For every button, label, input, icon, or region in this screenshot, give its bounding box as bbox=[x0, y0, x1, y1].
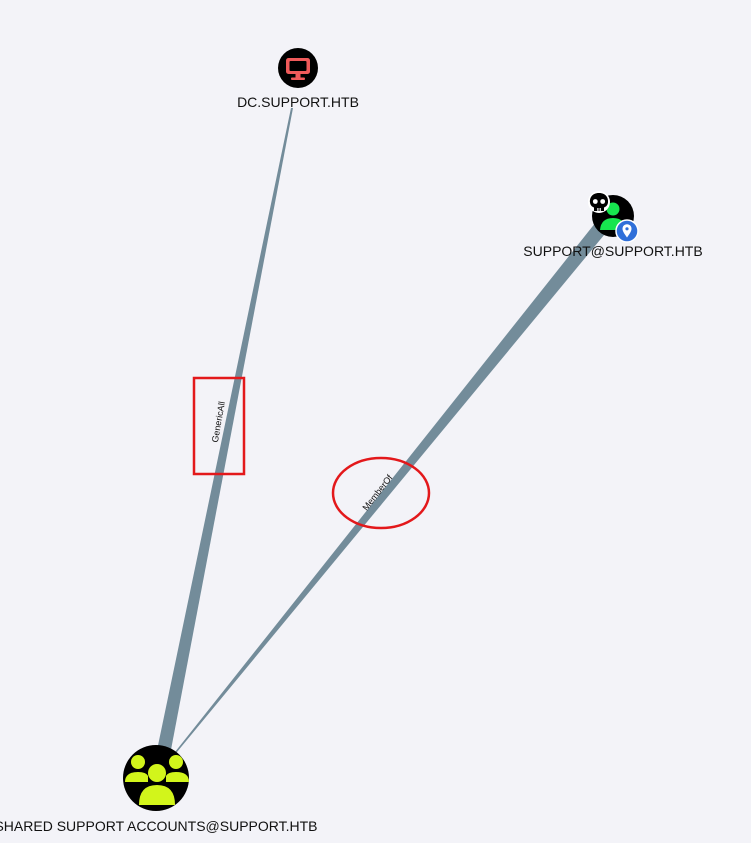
edge-memberof[interactable]: MemberOf bbox=[175, 222, 609, 752]
edge-memberof-line[interactable] bbox=[175, 222, 609, 752]
edge-genericall-line[interactable] bbox=[156, 108, 293, 755]
users-group-icon bbox=[125, 755, 189, 805]
location-pin-icon bbox=[615, 219, 639, 243]
desktop-monitor-icon bbox=[286, 58, 310, 80]
skull-icon bbox=[588, 191, 610, 213]
edge-genericall[interactable]: GenericAll bbox=[156, 108, 293, 755]
user-node-label: SUPPORT@SUPPORT.HTB bbox=[523, 243, 702, 259]
node-computer[interactable]: DC.SUPPORT.HTB bbox=[237, 48, 359, 110]
computer-node-label: DC.SUPPORT.HTB bbox=[237, 94, 359, 110]
group-node-label: SHARED SUPPORT ACCOUNTS@SUPPORT.HTB bbox=[0, 818, 318, 834]
node-group[interactable]: SHARED SUPPORT ACCOUNTS@SUPPORT.HTB bbox=[0, 745, 318, 834]
memberof-highlight-ellipse bbox=[331, 456, 431, 530]
node-user[interactable]: SUPPORT@SUPPORT.HTB bbox=[523, 191, 703, 259]
genericall-highlight-box bbox=[192, 376, 246, 476]
